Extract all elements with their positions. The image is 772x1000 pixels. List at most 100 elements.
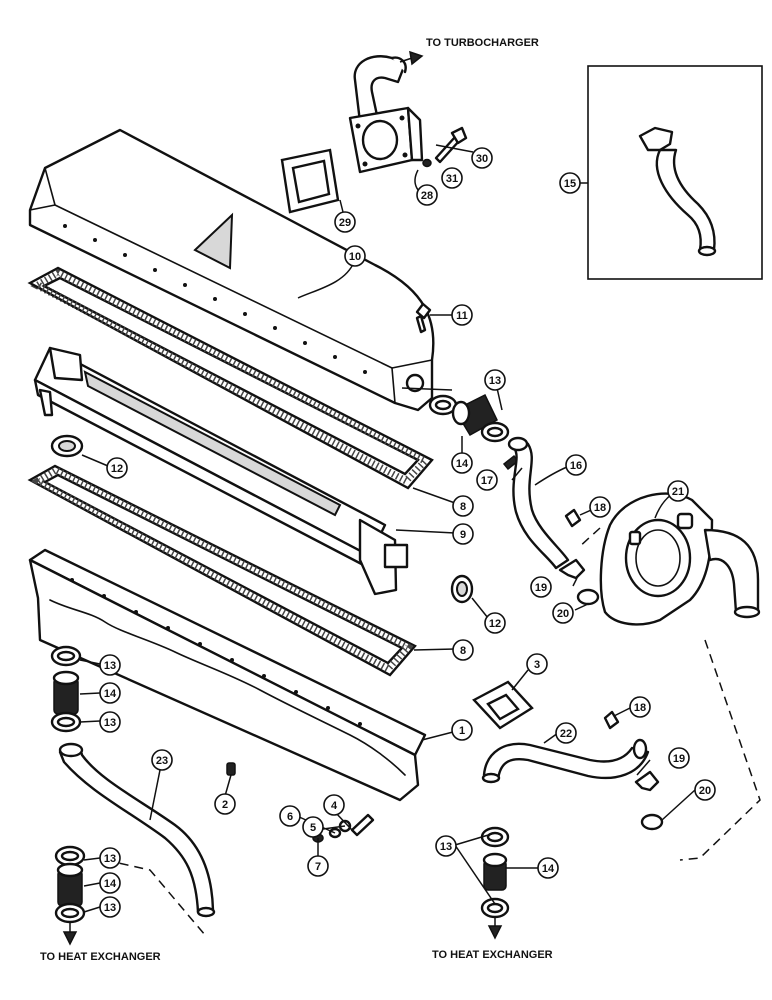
intake-manifold-cover xyxy=(28,128,435,412)
callout-8-upper: 8 xyxy=(452,495,474,517)
callout-3: 3 xyxy=(526,653,548,675)
water-pump-housing xyxy=(599,492,761,626)
callout-13-left-1: 13 xyxy=(99,654,121,676)
callout-13-left-4: 13 xyxy=(99,896,121,918)
inset-panel xyxy=(587,65,763,280)
pump-dash-line xyxy=(577,527,601,549)
svg-text:13: 13 xyxy=(489,375,501,387)
water-tube xyxy=(507,436,570,570)
callout-8-lower: 8 xyxy=(452,639,474,661)
hose-clamp-left-4 xyxy=(54,902,86,924)
left-exchanger-arrow-head xyxy=(62,931,78,946)
retaining-plate-lower xyxy=(634,770,660,792)
return-tube xyxy=(481,738,650,784)
label-to-turbocharger: TO TURBOCHARGER xyxy=(426,37,539,49)
callout-20-top: 20 xyxy=(552,602,574,624)
svg-text:28: 28 xyxy=(421,190,433,202)
hose-right xyxy=(482,852,508,891)
hose-clamp-upper-2 xyxy=(480,421,510,443)
svg-text:5: 5 xyxy=(310,822,316,834)
svg-text:9: 9 xyxy=(460,529,466,541)
callout-14-left-1: 14 xyxy=(99,682,121,704)
callout-10: 10 xyxy=(344,245,366,267)
svg-text:8: 8 xyxy=(460,645,466,657)
label-to-heat-exchanger-left: TO HEAT EXCHANGER xyxy=(40,951,161,963)
svg-text:20: 20 xyxy=(557,608,569,620)
svg-text:19: 19 xyxy=(673,753,685,765)
hose-left-1 xyxy=(52,670,80,715)
pump-capscrew xyxy=(564,508,582,528)
callout-29: 29 xyxy=(334,211,356,233)
callout-28: 28 xyxy=(416,184,438,206)
svg-text:12: 12 xyxy=(111,463,123,475)
elbow-capscrew xyxy=(434,126,468,164)
turbocharger-elbow xyxy=(348,55,424,174)
svg-text:22: 22 xyxy=(560,728,572,740)
svg-text:17: 17 xyxy=(481,475,493,487)
stud xyxy=(350,813,375,837)
callout-13-left-3: 13 xyxy=(99,847,121,869)
inset-water-pipe xyxy=(638,126,717,257)
svg-text:21: 21 xyxy=(672,486,684,498)
callout-17: 17 xyxy=(476,469,498,491)
outlet-gasket xyxy=(472,680,534,730)
hose-left-2 xyxy=(56,862,84,907)
svg-text:3: 3 xyxy=(534,659,540,671)
callout-5: 5 xyxy=(302,816,324,838)
callout-4: 4 xyxy=(323,794,345,816)
svg-text:30: 30 xyxy=(476,153,488,165)
left-hose-dash-line xyxy=(104,859,206,936)
hose-clamp-right-2 xyxy=(480,897,510,919)
svg-text:18: 18 xyxy=(634,702,646,714)
svg-text:13: 13 xyxy=(104,853,116,865)
svg-text:12: 12 xyxy=(489,618,501,630)
upper-gasket xyxy=(27,266,434,490)
callout-22: 22 xyxy=(555,722,577,744)
svg-text:7: 7 xyxy=(315,861,321,873)
callout-23: 23 xyxy=(151,749,173,771)
svg-text:20: 20 xyxy=(699,785,711,797)
hose-clamp-upper-1 xyxy=(428,394,458,416)
callout-9: 9 xyxy=(452,523,474,545)
callout-18-lower: 18 xyxy=(629,696,651,718)
pump-dash-line-2 xyxy=(679,639,761,861)
turbo-arrow-shaft xyxy=(399,57,413,63)
svg-text:10: 10 xyxy=(349,251,361,263)
right-exchanger-arrow-head xyxy=(487,925,503,940)
hose-clamp-left-2 xyxy=(50,711,82,733)
heat-exchanger-tube xyxy=(58,742,216,918)
svg-text:29: 29 xyxy=(339,217,351,229)
callout-18-top: 18 xyxy=(589,496,611,518)
svg-text:14: 14 xyxy=(104,878,117,890)
svg-text:14: 14 xyxy=(456,458,469,470)
svg-text:31: 31 xyxy=(446,173,458,185)
callout-14-left-2: 14 xyxy=(99,872,121,894)
svg-text:11: 11 xyxy=(456,310,468,322)
seal-ring-right xyxy=(450,574,474,604)
callout-12-left: 12 xyxy=(106,457,128,479)
callout-20-lower: 20 xyxy=(694,779,716,801)
drain-plug xyxy=(226,762,236,776)
svg-text:13: 13 xyxy=(104,717,116,729)
o-ring-lower xyxy=(640,813,664,831)
callout-13-right: 13 xyxy=(435,835,457,857)
svg-text:1: 1 xyxy=(459,725,465,737)
tube-capscrew xyxy=(603,710,620,730)
callout-13-left-2: 13 xyxy=(99,711,121,733)
svg-text:19: 19 xyxy=(535,582,547,594)
svg-text:4: 4 xyxy=(331,800,338,812)
svg-text:13: 13 xyxy=(104,660,116,672)
callout-19-top: 19 xyxy=(530,576,552,598)
svg-text:14: 14 xyxy=(542,863,555,875)
turbo-arrow-head xyxy=(409,50,424,66)
callout-11: 11 xyxy=(451,304,473,326)
svg-text:13: 13 xyxy=(440,841,452,853)
svg-text:23: 23 xyxy=(156,755,168,767)
callout-14-right: 14 xyxy=(537,857,559,879)
o-ring xyxy=(576,588,600,606)
callout-30: 30 xyxy=(471,147,493,169)
svg-text:14: 14 xyxy=(104,688,117,700)
callout-2: 2 xyxy=(214,793,236,815)
callout-15: 15 xyxy=(559,172,581,194)
callout-12-right: 12 xyxy=(484,612,506,634)
